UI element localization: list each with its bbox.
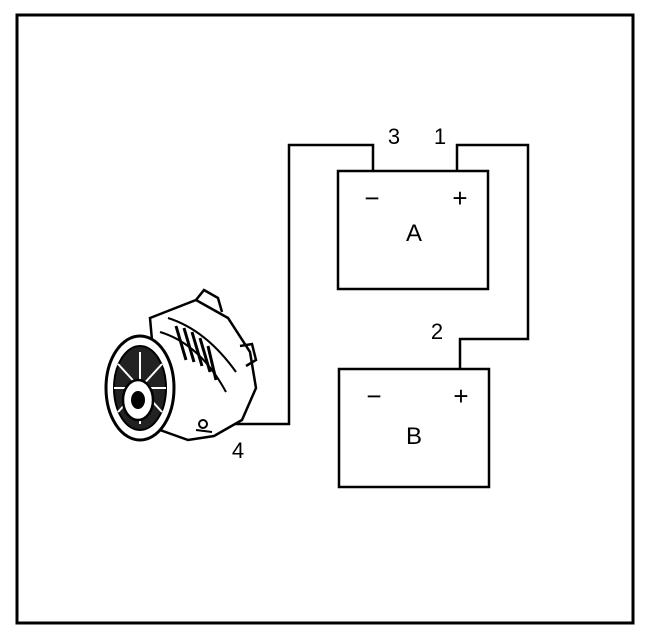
battery-b-label: B [406, 423, 422, 450]
cable-label-4: 4 [232, 438, 244, 463]
cable-label-1: 1 [434, 124, 446, 149]
battery-b-body [337, 367, 491, 489]
battery-a-label: A [406, 220, 422, 247]
alternator-icon [104, 288, 258, 442]
battery-b: − + B [337, 367, 491, 489]
diagram-frame [15, 13, 635, 625]
battery-a-positive-sign: + [452, 183, 467, 213]
battery-b-positive-sign: + [453, 381, 468, 411]
battery-a-negative-sign: − [364, 183, 379, 213]
cable-label-2: 2 [431, 319, 443, 344]
cable-label-3: 3 [388, 124, 400, 149]
battery-a: − + A [336, 169, 490, 291]
cable-3 [205, 143, 375, 426]
cable-1 [455, 143, 530, 369]
battery-b-negative-sign: − [366, 381, 381, 411]
battery-a-body [336, 169, 490, 291]
